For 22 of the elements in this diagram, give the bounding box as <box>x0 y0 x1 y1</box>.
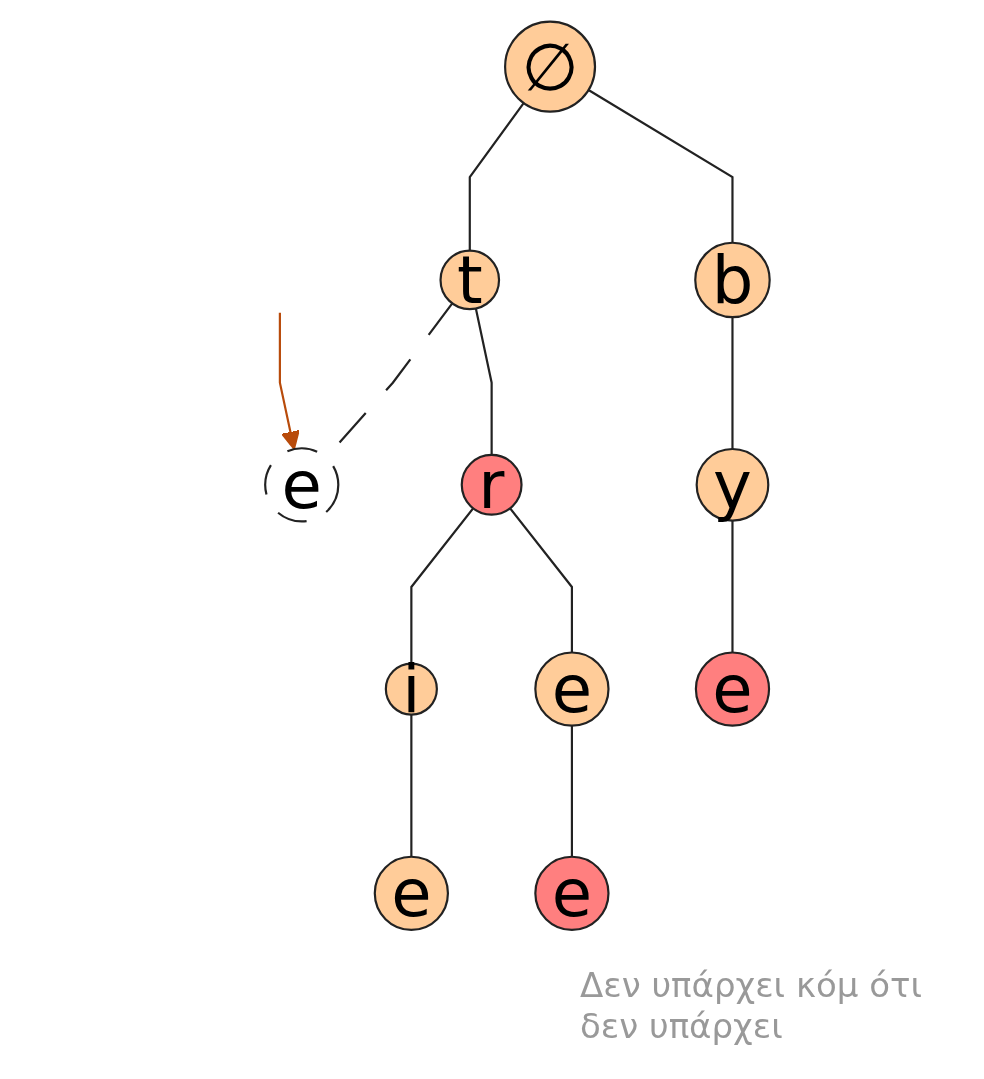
node-circle: y <box>695 447 770 522</box>
note-text: Δεν υπάρχει κόμ ότι δεν υπάρχει <box>580 965 923 1047</box>
arrow <box>278 312 300 450</box>
node-circle: e <box>694 651 771 727</box>
node-circle: b <box>694 241 771 319</box>
node-circle: e <box>373 855 450 931</box>
node-circle: ∅ <box>504 20 597 113</box>
node-circle: t <box>439 249 501 311</box>
node-circle: e <box>264 447 340 523</box>
connector <box>731 520 734 653</box>
connector <box>731 317 734 449</box>
connector <box>410 714 413 857</box>
node-circle: e <box>534 651 610 727</box>
connector <box>468 102 525 251</box>
connector <box>587 89 734 243</box>
connector <box>410 507 475 664</box>
node-circle: r <box>460 453 523 516</box>
connector <box>570 725 573 857</box>
connector <box>509 507 573 653</box>
node-circle: e <box>534 855 610 931</box>
connector <box>474 308 493 455</box>
node-circle: i <box>384 662 438 716</box>
